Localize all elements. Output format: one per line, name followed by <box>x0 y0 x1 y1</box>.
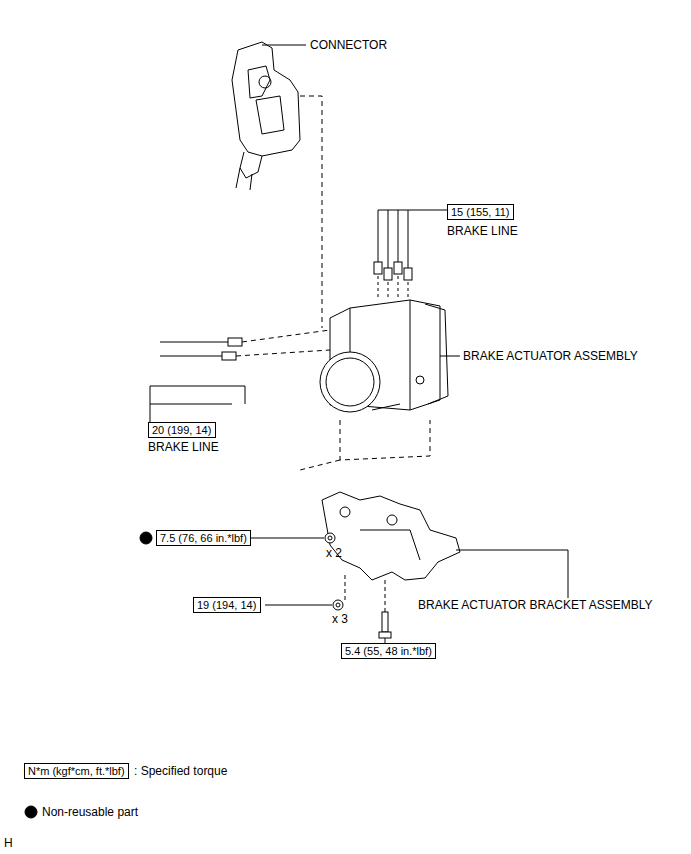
brake-lines <box>374 210 447 300</box>
torque-box: 7.5 (76, 66 in.*lbf) <box>156 530 251 546</box>
torque-value: 5.4 (55, 48 in.*lbf) <box>345 644 432 658</box>
torque-box: 15 (155, 11) <box>447 204 514 220</box>
torque-box: 20 (199, 14) <box>148 422 216 438</box>
legend-text: Non-reusable part <box>42 805 138 819</box>
torque-value: N*m (kgf*cm, ft.*lbf) <box>28 764 125 778</box>
torque-box: 5.4 (55, 48 in.*lbf) <box>341 643 436 659</box>
part-label: x 3 <box>332 612 348 626</box>
part-label: BRAKE ACTUATOR BRACKET ASSEMBLY <box>418 598 653 612</box>
torque-box: N*m (kgf*cm, ft.*lbf) <box>24 763 129 779</box>
part-label: x 2 <box>326 546 342 560</box>
bolt-illustration <box>379 580 391 643</box>
part-label: BRAKE ACTUATOR ASSEMBLY <box>463 349 638 363</box>
non-reusable-mark <box>25 806 37 818</box>
torque-value: 20 (199, 14) <box>152 423 212 437</box>
part-label: BRAKE LINE <box>447 224 518 238</box>
bracket-illustration <box>322 492 568 598</box>
torque-value: 15 (155, 11) <box>451 205 510 219</box>
part-label: BRAKE LINE <box>148 440 219 454</box>
legend-text: : Specified torque <box>134 764 227 778</box>
torque-box: 19 (194, 14) <box>193 597 261 613</box>
torque-value: 7.5 (76, 66 in.*lbf) <box>160 531 247 545</box>
connector-illustration <box>232 42 306 190</box>
brake-lines-left <box>150 330 330 422</box>
part-label: CONNECTOR <box>310 38 387 52</box>
actuator-illustration <box>320 300 460 412</box>
torque-value: 19 (194, 14) <box>197 598 257 612</box>
part-label: H <box>4 836 13 850</box>
